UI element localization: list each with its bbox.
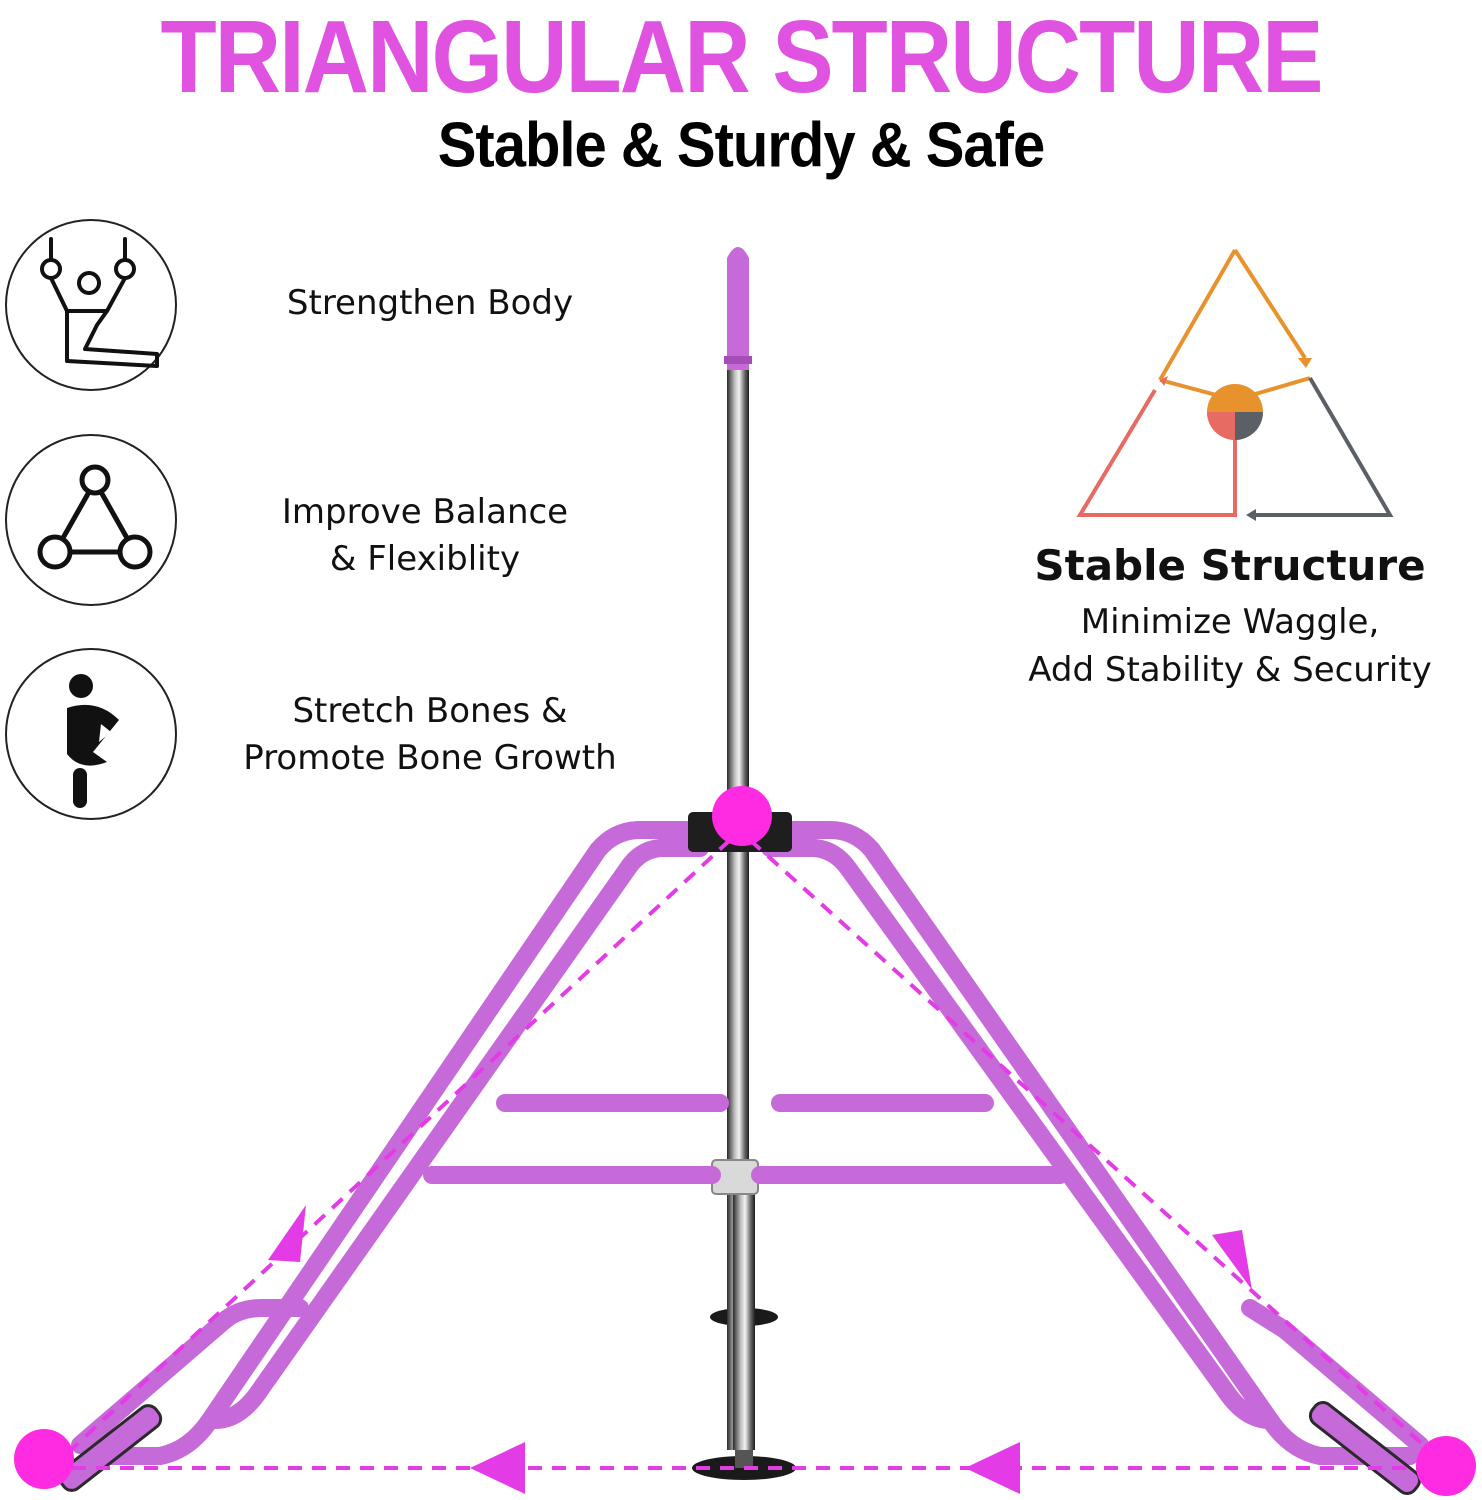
triangle-balance-icon (37, 464, 153, 570)
feature-balance-line2: & Flexiblity (329, 539, 521, 579)
feature-strengthen: Strengthen Body (240, 280, 620, 327)
feature-icon-circle-balance (5, 434, 177, 606)
feature-icon-circle-stretch (5, 648, 177, 820)
stretching-person-icon (67, 674, 119, 808)
subheadline: Stable & Sturdy & Safe (437, 110, 1045, 181)
feature-stretch-line1: Stretch Bones & (292, 691, 568, 731)
headline: TRIANGULAR STRUCTURE (160, 0, 1323, 115)
gymnast-rings-icon (40, 237, 159, 368)
stable-structure-line1: Minimize Waggle, (1080, 602, 1380, 642)
stable-structure-line2: Add Stability & Security (1028, 650, 1432, 690)
stable-triangle-icon (1076, 248, 1394, 521)
feature-stretch-line2: Promote Bone Growth (243, 738, 617, 778)
feature-balance: Improve Balance & Flexiblity (235, 489, 615, 583)
feature-icon-circle-strengthen (5, 219, 177, 391)
feature-strengthen-line1: Strengthen Body (286, 283, 574, 323)
stable-structure-title: Stable Structure (1034, 541, 1426, 590)
stable-structure-description: Minimize Waggle, Add Stability & Securit… (990, 598, 1470, 694)
feature-balance-line1: Improve Balance (281, 492, 569, 532)
feature-stretch: Stretch Bones & Promote Bone Growth (210, 688, 650, 782)
